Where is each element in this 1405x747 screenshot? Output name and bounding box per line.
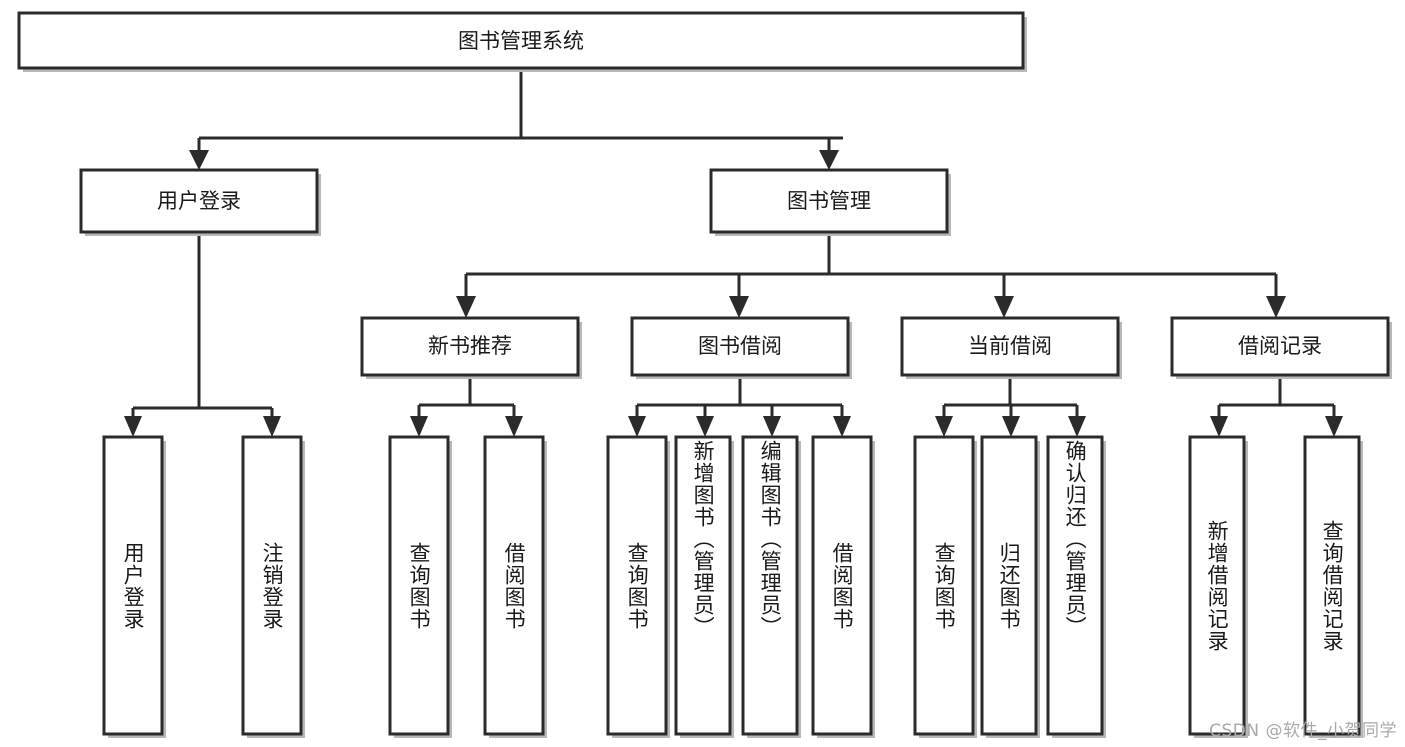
- arrow-to-leaf-borrow-book-1: [505, 416, 523, 437]
- connector-group: [124, 68, 1343, 437]
- user-login-label: 用户登录: [157, 189, 241, 213]
- new-book-recommend-label: 新书推荐: [428, 334, 512, 358]
- current-borrow-box[interactable]: [900, 316, 1120, 377]
- arrow-to-leaf-query-borrow-record: [1325, 416, 1343, 437]
- book-borrow-label: 图书借阅: [698, 334, 782, 358]
- borrow-record-label: 借阅记录: [1238, 334, 1322, 358]
- arrow-to-leaf-edit-book: [763, 416, 781, 437]
- leaf-add-book-box[interactable]: [674, 435, 732, 736]
- node-new-book-recommend[interactable]: 新书推荐: [360, 316, 582, 379]
- leaf-query-borrow-record-box[interactable]: [1303, 435, 1361, 736]
- node-user-login[interactable]: 用户登录: [79, 168, 321, 236]
- book-management-box[interactable]: [709, 168, 949, 234]
- arrow-to-new-book-recommend: [456, 296, 476, 318]
- arrow-to-leaf-logout-login: [263, 416, 281, 437]
- leaf-confirm-return-box[interactable]: [1046, 435, 1104, 736]
- arrow-to-leaf-borrow-book-2: [833, 416, 851, 437]
- leaf-query-book-2-box[interactable]: [606, 435, 668, 736]
- arrow-to-leaf-user-login: [124, 416, 142, 437]
- root-label: 图书管理系统: [458, 29, 584, 53]
- arrow-to-leaf-query-book-3: [935, 416, 953, 437]
- node-borrow-record[interactable]: 借阅记录: [1170, 316, 1392, 379]
- user-login-box[interactable]: [79, 168, 319, 234]
- leaf-query-book-3-box[interactable]: [913, 435, 975, 736]
- arrow-to-leaf-add-book: [696, 416, 714, 437]
- node-root[interactable]: 图书管理系统: [17, 11, 1027, 72]
- current-borrow-label: 当前借阅: [968, 334, 1052, 358]
- node-book-borrow[interactable]: 图书借阅: [630, 316, 852, 379]
- leaf-query-book-1-box[interactable]: [388, 435, 450, 736]
- new-book-recommend-box[interactable]: [360, 316, 580, 377]
- arrow-to-leaf-query-book-1: [410, 416, 428, 437]
- arrow-to-leaf-confirm-return: [1068, 416, 1086, 437]
- arrow-to-leaf-add-borrow-record: [1210, 416, 1228, 437]
- leaf-logout-login-box[interactable]: [241, 435, 303, 736]
- leaf-borrow-book-2-box[interactable]: [811, 435, 873, 736]
- leaf-add-borrow-record-box[interactable]: [1188, 435, 1246, 736]
- arrow-to-leaf-return-book: [1002, 416, 1020, 437]
- book-management-label: 图书管理: [787, 189, 871, 213]
- arrow-to-borrow-record: [1266, 296, 1286, 318]
- node-book-management[interactable]: 图书管理: [709, 168, 951, 236]
- book-borrow-box[interactable]: [630, 316, 850, 377]
- leaf-return-book-box[interactable]: [980, 435, 1038, 736]
- root-box[interactable]: [17, 11, 1025, 70]
- leaf-box-group: [102, 435, 1363, 738]
- watermark-text: CSDN @软件_小贺同学: [1209, 721, 1397, 741]
- arrow-to-leaf-query-book-2: [628, 416, 646, 437]
- arrow-to-book-management: [819, 150, 839, 170]
- leaf-borrow-book-1-box[interactable]: [483, 435, 545, 736]
- arrow-to-user-login: [189, 150, 209, 170]
- leaf-user-login-box[interactable]: [102, 435, 164, 736]
- arrow-to-book-borrow: [729, 296, 749, 318]
- node-current-borrow[interactable]: 当前借阅: [900, 316, 1122, 379]
- borrow-record-box[interactable]: [1170, 316, 1390, 377]
- arrow-to-current-borrow: [994, 296, 1014, 318]
- leaf-edit-book-box[interactable]: [741, 435, 799, 736]
